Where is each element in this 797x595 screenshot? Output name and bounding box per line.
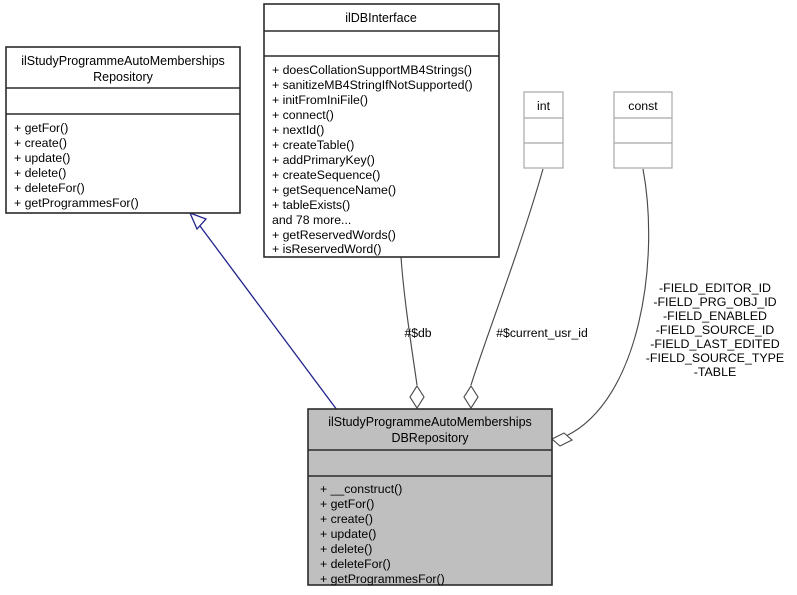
- aggregation-diamond-icon: [409, 384, 425, 410]
- class-operation: + getReservedWords(): [272, 228, 396, 242]
- class-box-background: [264, 4, 499, 257]
- class-operation: + update(): [320, 527, 376, 541]
- const-field-label: -FIELD_SOURCE_TYPE: [646, 351, 784, 365]
- class-operation: + getFor(): [320, 497, 374, 511]
- type-name: int: [537, 99, 551, 113]
- class-box-outline: [5, 46, 241, 214]
- class-operation: + sanitizeMB4StringIfNotSupported(): [272, 78, 473, 92]
- class-operation: + doesCollationSupportMB4Strings(): [272, 63, 472, 77]
- class-operation: + createTable(): [272, 138, 354, 152]
- class-name-line1: ilStudyProgrammeAutoMemberships: [21, 54, 225, 68]
- class-operation: + delete(): [320, 542, 372, 556]
- aggregation-diamond-icon: [463, 384, 479, 410]
- class-operation: + addPrimaryKey(): [272, 153, 375, 167]
- const-field-label: -TABLE: [694, 365, 736, 379]
- class-box-ilstudyprogrammeautomembershipsrepository[interactable]: ilStudyProgrammeAutoMemberships Reposito…: [5, 46, 241, 214]
- class-box-ilstudyprogrammeautomembershipsdbrepository[interactable]: ilStudyProgrammeAutoMemberships DBReposi…: [307, 408, 553, 586]
- class-operation: + getSequenceName(): [272, 183, 396, 197]
- const-field-label: -FIELD_ENABLED: [663, 309, 767, 323]
- type-box-int[interactable]: int: [523, 91, 564, 169]
- inheritance-line: [196, 221, 341, 415]
- class-name-line1: ilStudyProgrammeAutoMemberships: [328, 415, 532, 429]
- edge-aggregation-current-usr-id: [463, 168, 544, 410]
- aggregation-line-db: [400, 256, 418, 386]
- class-name-line2: DBRepository: [391, 431, 469, 445]
- edge-label-db: #$db: [404, 326, 431, 340]
- const-field-label: -FIELD_EDITOR_ID: [659, 281, 771, 295]
- const-field-label: -FIELD_LAST_EDITED: [650, 337, 780, 351]
- edge-label-const-fields: -FIELD_EDITOR_ID -FIELD_PRG_OBJ_ID -FIEL…: [646, 281, 784, 379]
- class-box-ildbinterface[interactable]: ilDBInterface + doesCollationSupportMB4S…: [263, 3, 500, 258]
- const-field-label: -FIELD_PRG_OBJ_ID: [653, 295, 776, 309]
- aggregation-diamond-icon: [550, 432, 574, 447]
- edge-aggregation-db: [400, 256, 425, 410]
- class-operation: + update(): [14, 151, 70, 165]
- edge-label-current-usr-id: #$current_usr_id: [496, 326, 587, 340]
- class-operation: + getProgrammesFor(): [14, 196, 139, 210]
- const-field-label: -FIELD_SOURCE_ID: [656, 323, 774, 337]
- type-name: const: [628, 99, 658, 113]
- type-box-outline: [613, 91, 673, 169]
- class-name-line1: ilDBInterface: [345, 11, 417, 25]
- class-operation: + delete(): [14, 166, 66, 180]
- class-operation: + connect(): [272, 108, 334, 122]
- class-operation: + create(): [14, 136, 67, 150]
- class-operation: + tableExists(): [272, 198, 350, 212]
- class-operation: + deleteFor(): [320, 557, 391, 571]
- class-box-outline: [307, 408, 553, 586]
- aggregation-line-const: [565, 168, 650, 437]
- class-operation: + create(): [320, 512, 373, 526]
- class-operation: + getProgrammesFor(): [320, 572, 445, 586]
- class-box-background: [308, 409, 552, 585]
- class-operation-more: and 78 more...: [272, 213, 351, 227]
- inheritance-triangle-icon: [188, 211, 208, 231]
- class-box-outline: [263, 3, 500, 258]
- class-operation: + initFromIniFile(): [272, 93, 368, 107]
- class-box-background: [6, 47, 240, 213]
- class-operation: + createSequence(): [272, 168, 380, 182]
- class-name-line2: Repository: [93, 70, 153, 84]
- aggregation-line-int: [470, 168, 544, 386]
- class-operation: + isReservedWord(): [272, 242, 381, 256]
- class-operation: + __construct(): [320, 482, 402, 496]
- edge-inheritance-repository: [188, 211, 341, 415]
- type-box-outline: [523, 91, 564, 169]
- class-operation: + getFor(): [14, 121, 68, 135]
- class-operation: + nextId(): [272, 123, 324, 137]
- type-box-const[interactable]: const: [613, 91, 673, 169]
- class-operation: + deleteFor(): [14, 181, 85, 195]
- edge-aggregation-const-fields: [550, 168, 650, 447]
